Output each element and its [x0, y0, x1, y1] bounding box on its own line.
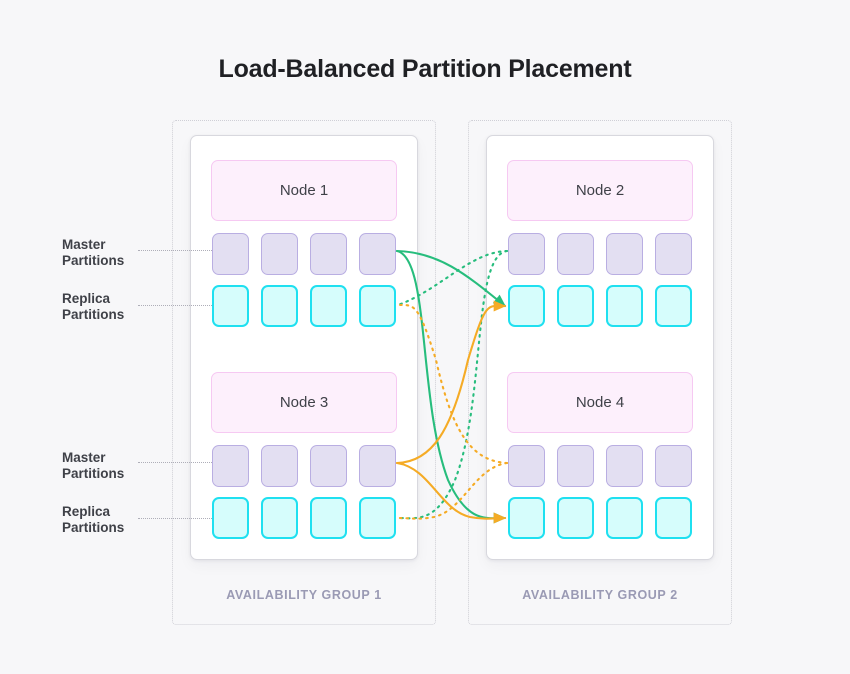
label-line-2: Partitions	[62, 520, 125, 535]
label-master-partitions-bottom: Master Partitions	[62, 450, 148, 482]
node-label: Node 1	[279, 182, 329, 199]
replica-partition-n1-1[interactable]	[212, 285, 249, 327]
master-partition-n1-2[interactable]	[261, 233, 298, 275]
replica-partition-n4-1[interactable]	[508, 497, 545, 539]
availability-group-1-caption: AVAILABILITY GROUP 1	[226, 588, 382, 602]
availability-group-2-caption: AVAILABILITY GROUP 2	[522, 588, 678, 602]
master-partition-n2-4[interactable]	[655, 233, 692, 275]
label-line-1: Master	[62, 450, 106, 465]
label-line-1: Replica	[62, 291, 111, 306]
replica-partition-n4-4[interactable]	[655, 497, 692, 539]
label-line-2: Partitions	[62, 253, 125, 268]
master-partition-n2-3[interactable]	[606, 233, 643, 275]
replica-partition-n2-3[interactable]	[606, 285, 643, 327]
master-partition-n3-3[interactable]	[310, 445, 347, 487]
master-partition-n4-3[interactable]	[606, 445, 643, 487]
master-partition-n4-4[interactable]	[655, 445, 692, 487]
leader-line-master-top	[138, 250, 212, 251]
master-partition-n1-1[interactable]	[212, 233, 249, 275]
label-line-2: Partitions	[62, 307, 125, 322]
replica-partition-n4-3[interactable]	[606, 497, 643, 539]
node-label: Node 2	[575, 182, 625, 199]
master-partition-n3-4[interactable]	[359, 445, 396, 487]
node-box-node-2[interactable]: Node 2	[507, 160, 693, 221]
label-replica-partitions-bottom: Replica Partitions	[62, 504, 148, 536]
node-label: Node 3	[279, 394, 329, 411]
replica-partition-n2-4[interactable]	[655, 285, 692, 327]
master-partition-n4-2[interactable]	[557, 445, 594, 487]
node-box-node-1[interactable]: Node 1	[211, 160, 397, 221]
replica-partition-n1-3[interactable]	[310, 285, 347, 327]
master-partition-n1-4[interactable]	[359, 233, 396, 275]
master-partition-n4-1[interactable]	[508, 445, 545, 487]
page-title: Load-Balanced Partition Placement	[218, 55, 632, 83]
replica-partition-n4-2[interactable]	[557, 497, 594, 539]
label-line-1: Replica	[62, 504, 111, 519]
master-partition-n2-1[interactable]	[508, 233, 545, 275]
leader-line-master-bottom	[138, 462, 212, 463]
label-master-partitions-top: Master Partitions	[62, 237, 148, 269]
replica-partition-n3-1[interactable]	[212, 497, 249, 539]
replica-partition-n3-3[interactable]	[310, 497, 347, 539]
replica-partition-n3-4[interactable]	[359, 497, 396, 539]
master-partition-n3-2[interactable]	[261, 445, 298, 487]
leader-line-replica-bottom	[138, 518, 212, 519]
master-partition-n2-2[interactable]	[557, 233, 594, 275]
replica-partition-n1-2[interactable]	[261, 285, 298, 327]
master-partition-n3-1[interactable]	[212, 445, 249, 487]
node-box-node-3[interactable]: Node 3	[211, 372, 397, 433]
node-box-node-4[interactable]: Node 4	[507, 372, 693, 433]
node-label: Node 4	[575, 394, 625, 411]
label-line-1: Master	[62, 237, 106, 252]
replica-partition-n3-2[interactable]	[261, 497, 298, 539]
replica-partition-n2-2[interactable]	[557, 285, 594, 327]
leader-line-replica-top	[138, 305, 212, 306]
label-line-2: Partitions	[62, 466, 125, 481]
master-partition-n1-3[interactable]	[310, 233, 347, 275]
replica-partition-n1-4[interactable]	[359, 285, 396, 327]
replica-partition-n2-1[interactable]	[508, 285, 545, 327]
label-replica-partitions-top: Replica Partitions	[62, 291, 148, 323]
